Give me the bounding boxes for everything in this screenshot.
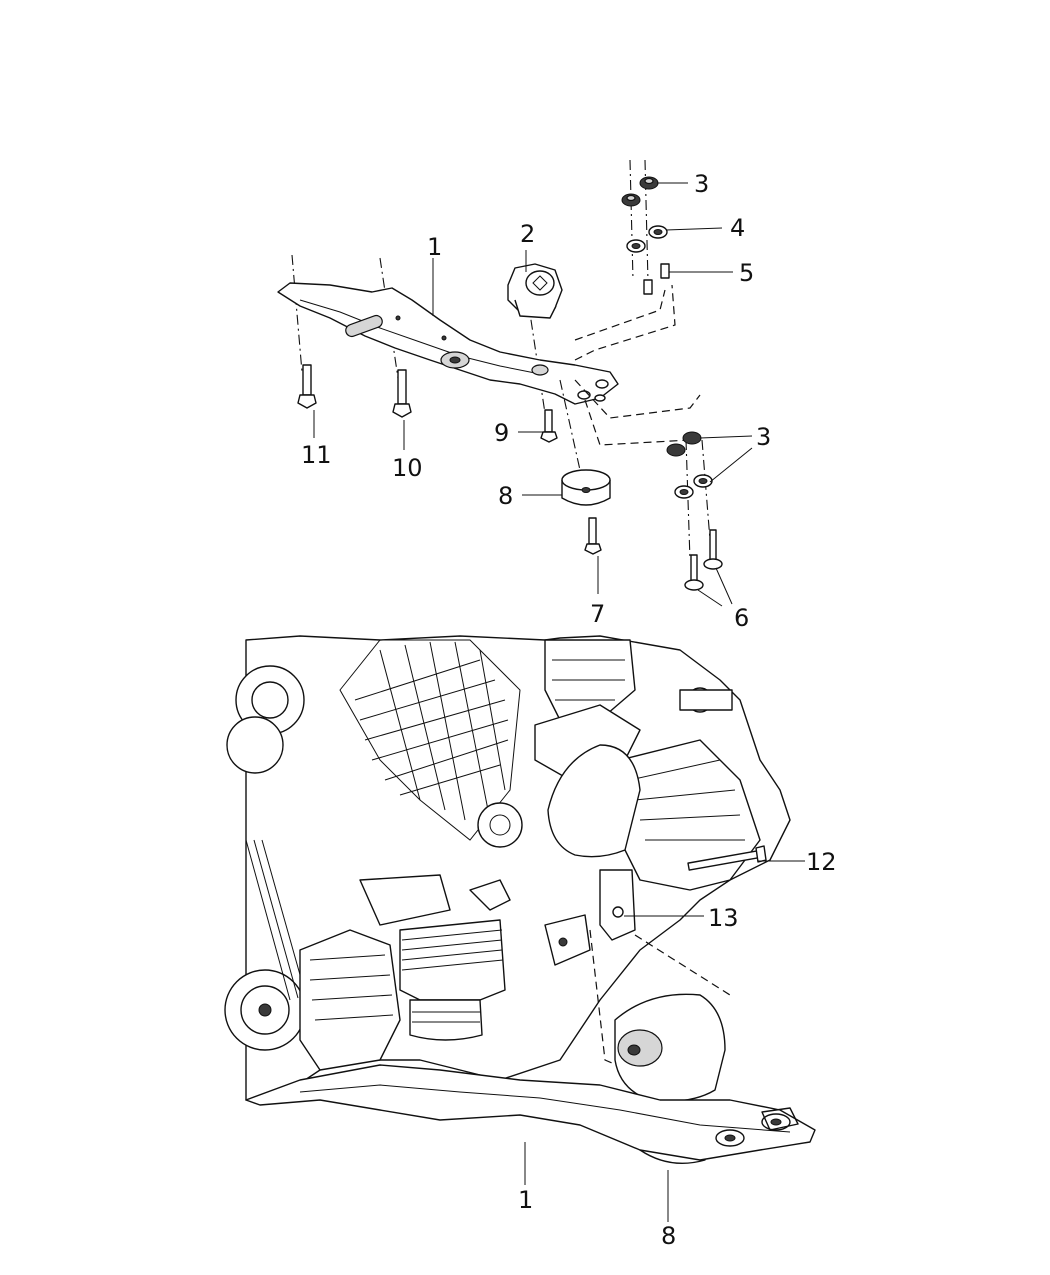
bolt-10 <box>392 369 412 418</box>
crossmember-upper <box>277 282 619 405</box>
bolt-12 <box>687 845 767 871</box>
isolator-upper <box>561 469 611 506</box>
engine-pulley <box>477 802 523 848</box>
bolt-6a-centerline <box>685 439 691 561</box>
callout-1-lower: 1 <box>518 1186 533 1214</box>
stud-left-centerline <box>629 159 634 281</box>
callout-8-upper: 8 <box>498 482 513 510</box>
callout-6: 6 <box>734 604 749 632</box>
throttle-cover <box>547 744 641 858</box>
callout-2: 2 <box>520 220 535 248</box>
callout-9: 9 <box>494 419 509 447</box>
engine-installed-view <box>224 635 816 1222</box>
oil-filter <box>399 919 506 1041</box>
callout-7: 7 <box>590 600 605 628</box>
callout-1-upper: 1 <box>427 233 442 261</box>
exhaust-manifold <box>359 874 451 926</box>
callout-10: 10 <box>392 454 423 482</box>
ac-compressor <box>299 929 401 1071</box>
bolts-6 <box>684 529 723 591</box>
bolt-6b-centerline <box>701 439 711 541</box>
frame-outline-lower <box>574 379 701 446</box>
callout-5: 5 <box>739 259 754 287</box>
intake-grid <box>339 639 521 841</box>
isolator-lower <box>614 993 726 1165</box>
accessory-pulleys <box>224 665 307 1051</box>
nuts-lower <box>666 431 713 499</box>
leader-4 <box>665 227 723 231</box>
bolt-7 <box>584 517 602 555</box>
callout-labels: 1 2 3 4 5 3 6 7 8 9 10 11 12 13 1 8 <box>301 170 837 1250</box>
studs <box>643 263 670 295</box>
callout-8-lower: 8 <box>661 1222 676 1250</box>
coolant-fitting <box>469 879 511 911</box>
leader-6 <box>697 567 733 607</box>
bolt-8-centerline <box>559 379 581 471</box>
transmission-case <box>619 687 761 891</box>
exploded-view <box>277 159 753 607</box>
bolt-11-centerline <box>291 254 303 373</box>
callout-3-lower: 3 <box>756 423 771 451</box>
callout-11: 11 <box>301 441 332 469</box>
frame-outline-upper <box>574 284 676 361</box>
callout-4: 4 <box>730 214 745 242</box>
nuts-upper <box>621 176 659 207</box>
mount-bracket-2 <box>507 263 563 319</box>
callout-3-upper: 3 <box>694 170 709 198</box>
washers <box>626 225 668 253</box>
crossmember-lower <box>245 1064 816 1161</box>
callout-12: 12 <box>806 848 837 876</box>
callout-13: 13 <box>708 904 739 932</box>
bolt-9 <box>540 409 558 443</box>
leader-3-lower <box>699 435 753 483</box>
bolt-11 <box>297 364 317 409</box>
mount-bracket-13 <box>544 869 636 966</box>
